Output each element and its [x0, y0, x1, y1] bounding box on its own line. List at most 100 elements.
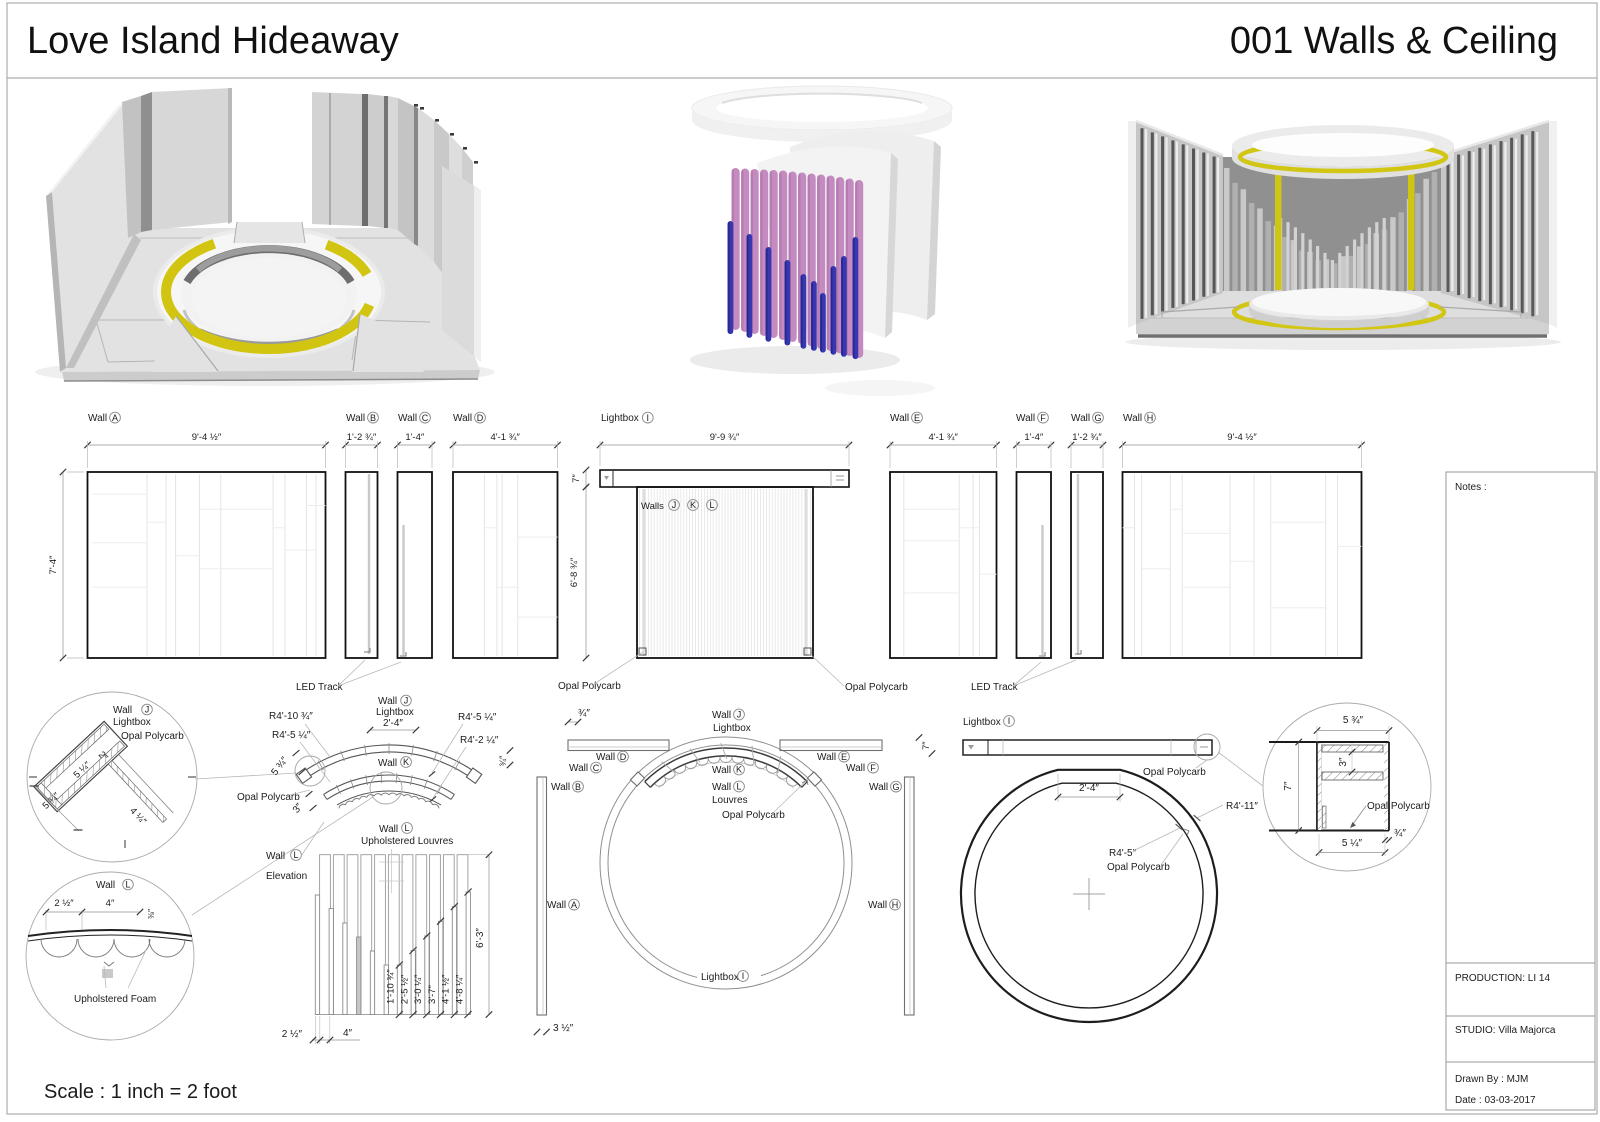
- svg-text:Lightbox: Lightbox: [601, 413, 639, 424]
- svg-text:LED Track: LED Track: [971, 682, 1019, 693]
- svg-text:R4'-5″: R4'-5″: [1109, 848, 1137, 859]
- svg-text:2'-4″: 2'-4″: [383, 718, 403, 729]
- svg-text:Louvres: Louvres: [712, 795, 748, 806]
- svg-text:R4'-2 ¼″: R4'-2 ¼″: [460, 734, 499, 746]
- svg-text:3 ½″: 3 ½″: [553, 1023, 574, 1034]
- svg-text:Wall: Wall: [398, 413, 417, 424]
- svg-text:9'-4 ½″: 9'-4 ½″: [192, 432, 222, 443]
- svg-text:L: L: [404, 823, 409, 833]
- svg-text:Opal Polycarb: Opal Polycarb: [845, 682, 908, 693]
- svg-text:Elevation: Elevation: [266, 871, 307, 882]
- svg-text:3″: 3″: [1338, 757, 1349, 767]
- svg-text:Wall: Wall: [88, 413, 107, 424]
- svg-text:3'-7″: 3'-7″: [427, 984, 438, 1004]
- svg-text:Wall: Wall: [868, 900, 887, 911]
- svg-text:B: B: [370, 413, 376, 423]
- svg-text:Upholstered Louvres: Upholstered Louvres: [361, 836, 453, 847]
- svg-text:A: A: [112, 413, 118, 423]
- svg-text:C: C: [422, 413, 429, 423]
- svg-text:1'-2 ¾″: 1'-2 ¾″: [347, 432, 377, 443]
- svg-text:G: G: [1094, 413, 1101, 423]
- svg-text:Opal Polycarb: Opal Polycarb: [722, 810, 785, 821]
- svg-text:STUDIO: Villa Majorca: STUDIO: Villa Majorca: [1455, 1025, 1556, 1036]
- svg-text:⅜″: ⅜″: [146, 909, 156, 919]
- svg-text:Wall: Wall: [96, 880, 115, 891]
- svg-text:4″: 4″: [343, 1028, 353, 1039]
- svg-text:¾″: ¾″: [1394, 828, 1406, 839]
- svg-text:Wall: Wall: [551, 782, 570, 793]
- svg-text:R4'-5 ¼″: R4'-5 ¼″: [458, 711, 497, 723]
- svg-text:Wall: Wall: [817, 752, 836, 763]
- svg-text:LED Track: LED Track: [296, 682, 344, 693]
- svg-text:1'-10 ¾″: 1'-10 ¾″: [386, 969, 397, 1004]
- svg-text:Wall: Wall: [712, 765, 731, 776]
- svg-text:I: I: [647, 413, 650, 423]
- svg-text:9'-9 ¾″: 9'-9 ¾″: [710, 432, 740, 443]
- svg-text:D: D: [620, 752, 627, 762]
- svg-text:Scale : 1 inch = 2 foot: Scale : 1 inch = 2 foot: [44, 1081, 237, 1103]
- svg-text:2 ½″: 2 ½″: [282, 1029, 303, 1040]
- svg-text:¾″: ¾″: [578, 708, 590, 719]
- svg-text:Wall: Wall: [890, 413, 909, 424]
- svg-text:7″: 7″: [1283, 781, 1294, 791]
- svg-text:I: I: [1008, 716, 1011, 726]
- svg-text:Lightbox: Lightbox: [701, 972, 739, 983]
- svg-text:Wall: Wall: [113, 705, 132, 716]
- svg-text:9'-4 ½″: 9'-4 ½″: [1227, 432, 1257, 443]
- svg-text:3'-0 ¼″: 3'-0 ¼″: [413, 974, 424, 1004]
- svg-text:2'-4″: 2'-4″: [1079, 783, 1099, 794]
- svg-text:Wall: Wall: [547, 900, 566, 911]
- svg-text:Wall: Wall: [378, 758, 397, 769]
- svg-text:K: K: [736, 765, 742, 775]
- svg-text:I: I: [742, 971, 745, 981]
- svg-text:Wall: Wall: [869, 782, 888, 793]
- svg-text:5 ¾″: 5 ¾″: [1343, 715, 1364, 726]
- svg-text:Lightbox: Lightbox: [113, 717, 151, 728]
- svg-text:4'-8 ¼″: 4'-8 ¼″: [454, 974, 465, 1004]
- svg-text:R4'-11″: R4'-11″: [1226, 801, 1258, 812]
- svg-text:¾″: ¾″: [498, 755, 508, 767]
- svg-text:1'-4″: 1'-4″: [1024, 432, 1044, 443]
- svg-text:F: F: [1040, 413, 1046, 423]
- svg-text:4'-1 ½″: 4'-1 ½″: [441, 974, 452, 1004]
- svg-text:Drawn By : MJM: Drawn By : MJM: [1455, 1074, 1528, 1085]
- svg-text:PRODUCTION: LI 14: PRODUCTION: LI 14: [1455, 973, 1550, 984]
- svg-text:L: L: [709, 500, 714, 510]
- svg-text:E: E: [914, 413, 920, 423]
- svg-text:Opal Polycarb: Opal Polycarb: [1107, 862, 1170, 873]
- svg-text:1'-2 ¾″: 1'-2 ¾″: [1072, 432, 1102, 443]
- svg-text:K: K: [690, 500, 696, 510]
- svg-text:Upholstered Foam: Upholstered Foam: [74, 994, 156, 1005]
- svg-text:A: A: [571, 900, 577, 910]
- svg-text:Wall: Wall: [1071, 413, 1090, 424]
- svg-text:J: J: [145, 705, 150, 715]
- svg-text:Wall: Wall: [846, 763, 865, 774]
- svg-text:Wall: Wall: [569, 763, 588, 774]
- svg-text:Wall: Wall: [346, 413, 365, 424]
- svg-text:Date : 03-03-2017: Date : 03-03-2017: [1455, 1095, 1536, 1106]
- svg-text:Opal Polycarb: Opal Polycarb: [558, 681, 621, 692]
- svg-text:Wall: Wall: [596, 752, 615, 763]
- svg-text:D: D: [477, 413, 484, 423]
- svg-text:Lightbox: Lightbox: [713, 723, 751, 734]
- svg-text:Wall: Wall: [1016, 413, 1035, 424]
- svg-text:Wall: Wall: [712, 782, 731, 793]
- svg-text:Wall: Wall: [266, 851, 285, 862]
- svg-text:1'-4″: 1'-4″: [405, 432, 425, 443]
- svg-text:4'-1 ¾″: 4'-1 ¾″: [490, 432, 520, 443]
- svg-text:L: L: [736, 782, 741, 792]
- svg-text:7″: 7″: [921, 741, 932, 750]
- svg-text:E: E: [841, 752, 847, 762]
- svg-text:J: J: [672, 500, 677, 510]
- svg-text:4'-1 ¾″: 4'-1 ¾″: [928, 432, 958, 443]
- svg-text:7″: 7″: [571, 474, 582, 483]
- svg-text:L: L: [293, 850, 298, 860]
- svg-text:L: L: [125, 880, 130, 890]
- svg-text:5 ¼″: 5 ¼″: [1342, 837, 1363, 849]
- svg-text:R4'-10 ¾″: R4'-10 ¾″: [269, 711, 313, 722]
- svg-text:Walls: Walls: [641, 501, 664, 512]
- svg-text:6'-8 ¾″: 6'-8 ¾″: [569, 557, 580, 587]
- svg-text:7'-4″: 7'-4″: [48, 555, 59, 575]
- svg-text:H: H: [1147, 413, 1154, 423]
- svg-text:B: B: [575, 782, 581, 792]
